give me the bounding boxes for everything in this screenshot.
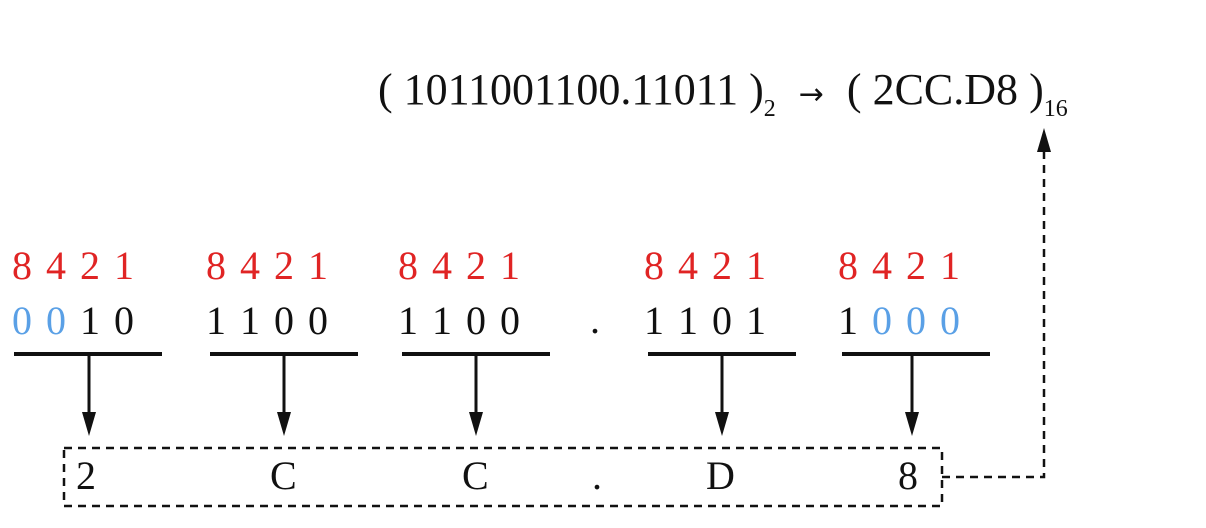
close-paren: )	[749, 65, 764, 114]
padding-bit: 0	[46, 298, 66, 343]
weight-digit: 2	[274, 243, 294, 288]
padding-bit: 0	[12, 298, 32, 343]
padding-bit: 0	[872, 298, 892, 343]
weight-digit: 2	[80, 243, 100, 288]
conversion-equation: ( 1011001100.11011 )2 → ( 2CC.D8 )16	[378, 65, 1068, 122]
hex-value: 2CC.D8	[872, 65, 1019, 114]
hex-digit-4: D	[706, 453, 735, 498]
open-paren: (	[378, 65, 393, 114]
result-box	[62, 446, 944, 508]
bit: 0	[466, 298, 486, 343]
hex-point: .	[592, 453, 602, 498]
bit: 1	[746, 298, 766, 343]
bit: 0	[500, 298, 520, 343]
weight-digit: 4	[432, 243, 452, 288]
binary-point: .	[590, 297, 600, 342]
bit: 1	[838, 298, 858, 343]
bit: 0	[712, 298, 732, 343]
weight-digit: 1	[500, 243, 520, 288]
weight-digit: 8	[12, 243, 32, 288]
weight-digit: 2	[466, 243, 486, 288]
weight-digit: 2	[712, 243, 732, 288]
close-paren: )	[1029, 65, 1044, 114]
padding-bit: 0	[906, 298, 926, 343]
weight-digit: 2	[906, 243, 926, 288]
weight-digit: 8	[838, 243, 858, 288]
binary-value: 1011001100.11011	[403, 65, 739, 114]
open-paren: (	[846, 65, 862, 114]
bit: 0	[274, 298, 294, 343]
bit: 0	[114, 298, 134, 343]
bit: 1	[432, 298, 452, 343]
bit: 1	[398, 298, 418, 343]
weight-digit: 4	[240, 243, 260, 288]
weight-digit: 4	[872, 243, 892, 288]
bit: 1	[206, 298, 226, 343]
up-arrow-icon	[1037, 128, 1051, 152]
hex-digit-1: 2	[76, 453, 96, 498]
weight-digit: 1	[940, 243, 960, 288]
bit: 0	[308, 298, 328, 343]
bit: 1	[644, 298, 664, 343]
hex-base: 16	[1043, 96, 1068, 122]
bit: 1	[80, 298, 100, 343]
hex-digit-2: C	[270, 453, 297, 498]
weight-digit: 8	[644, 243, 664, 288]
hex-digit-3: C	[462, 453, 489, 498]
binary-base: 2	[763, 96, 776, 122]
hex-digit-5: 8	[898, 453, 918, 498]
weight-digit: 8	[206, 243, 226, 288]
weight-digit: 8	[398, 243, 418, 288]
bit: 1	[240, 298, 260, 343]
bit: 1	[678, 298, 698, 343]
weight-digit: 1	[308, 243, 328, 288]
weight-digit: 1	[746, 243, 766, 288]
weight-digit: 4	[46, 243, 66, 288]
right-arrow-icon: →	[798, 77, 824, 112]
padding-bit: 0	[940, 298, 960, 343]
weight-digit: 1	[114, 243, 134, 288]
dashed-connector	[942, 150, 1046, 479]
weight-digit: 4	[678, 243, 698, 288]
